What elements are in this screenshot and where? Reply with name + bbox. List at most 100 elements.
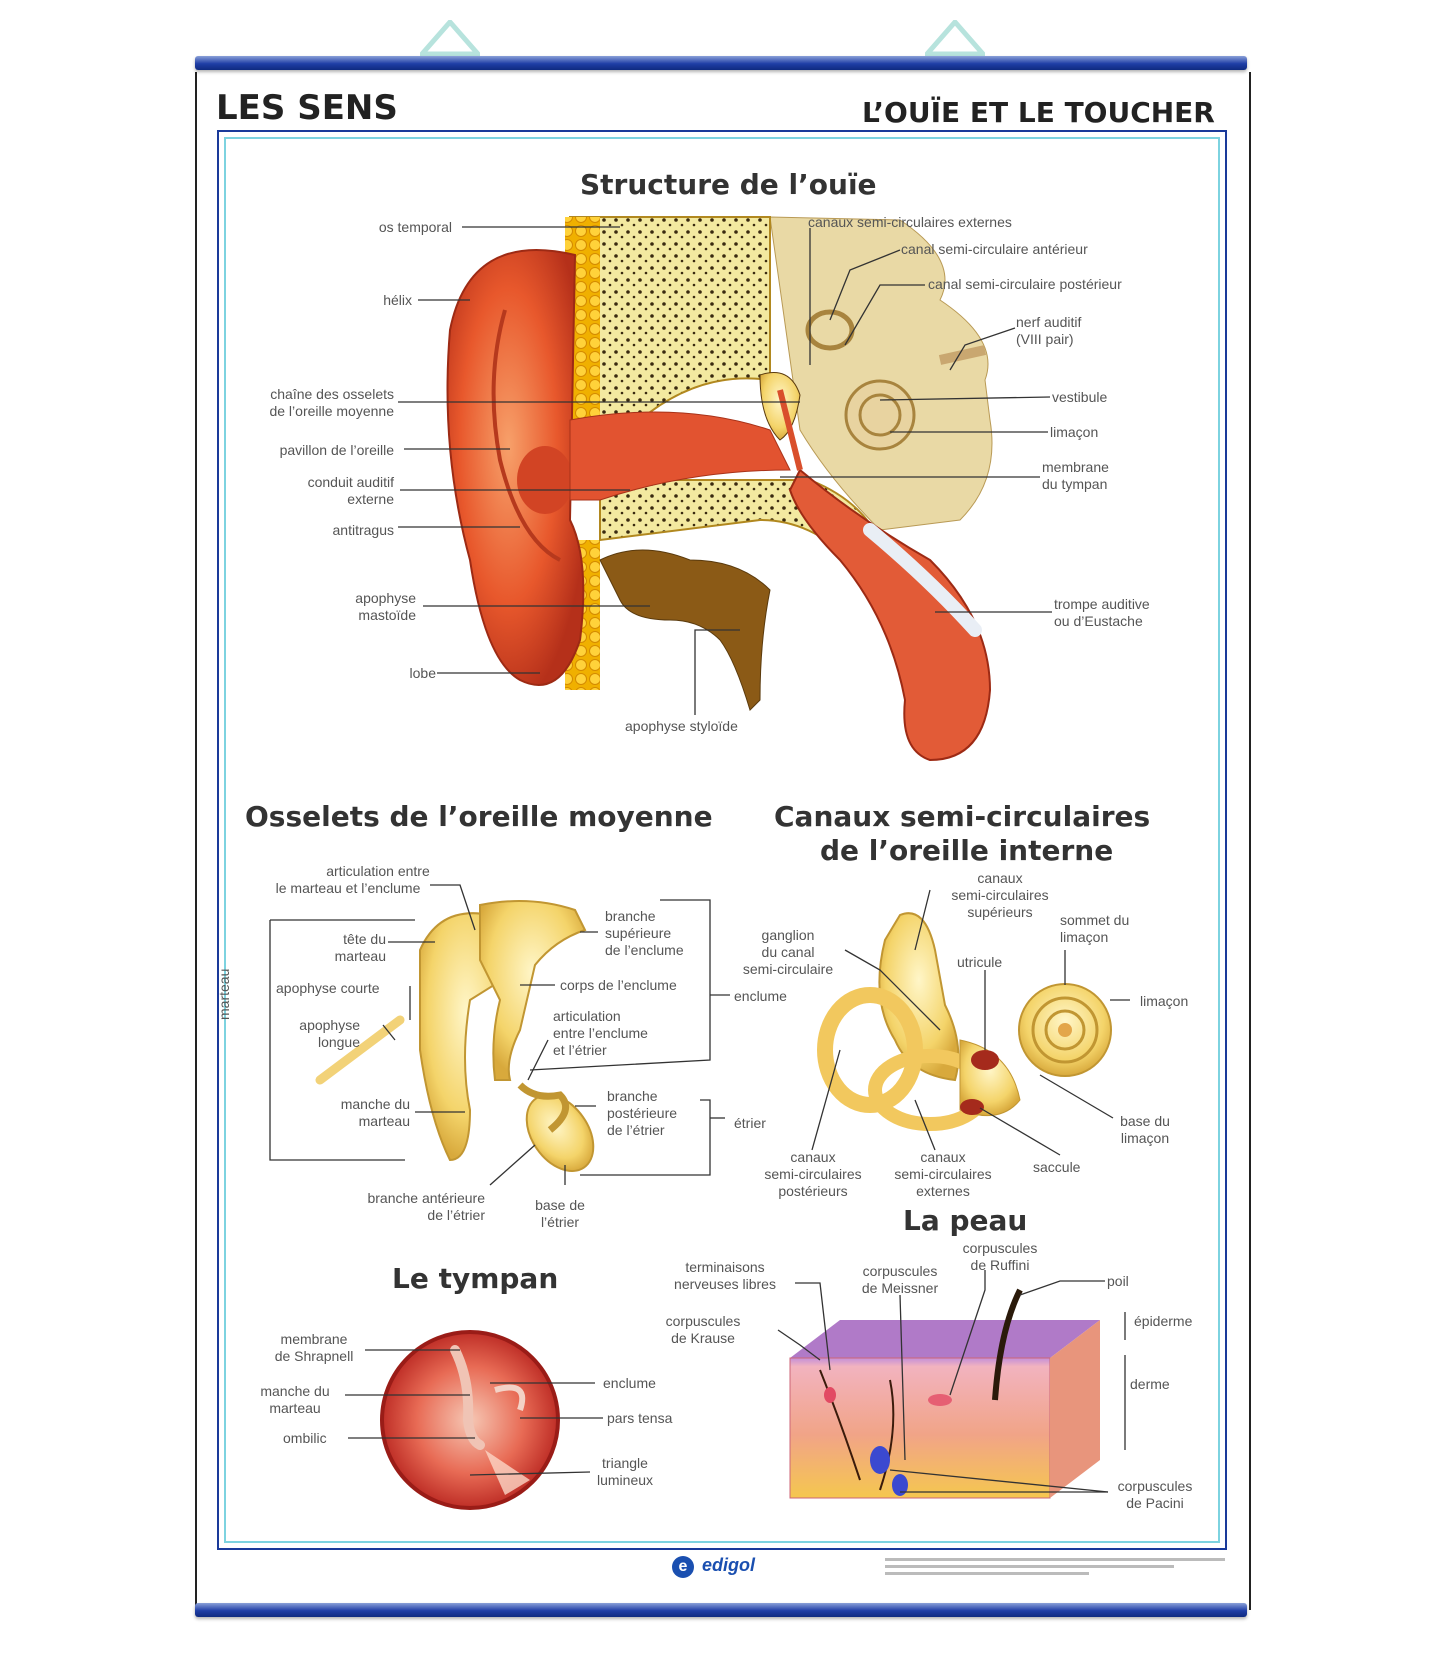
label-enclume: enclume — [734, 988, 787, 1004]
label-canaux-post-2: semi-circulaires — [764, 1166, 862, 1182]
label-pavillon: pavillon de l’oreille — [279, 442, 394, 458]
label-sommet-1: sommet du — [1060, 912, 1130, 928]
label-canaux-sup-1: canaux — [977, 870, 1023, 886]
label-lobe: lobe — [409, 665, 436, 681]
label-manche-marteau-1: manche du — [340, 1096, 410, 1112]
label-apophyse-courte: apophyse courte — [276, 980, 380, 996]
label-base-etrier-2: l’étrier — [540, 1214, 580, 1230]
title-osselets: Osselets de l’oreille moyenne — [245, 800, 713, 833]
label-mastoide-1: apophyse — [355, 590, 416, 606]
label-canaux-ext-3: externes — [916, 1183, 970, 1199]
label-ruffini-1: corpuscules — [962, 1240, 1038, 1256]
label-krause-1: corpuscules — [665, 1313, 741, 1329]
label-corps-enclume: corps de l’enclume — [560, 977, 677, 993]
label-branche-anterieure-2: de l’étrier — [427, 1207, 485, 1223]
label-branche-anterieure-1: branche antérieure — [367, 1190, 485, 1206]
label-canaux-sup-3: supérieurs — [967, 904, 1033, 920]
label-shrapnell-2: de Shrapnell — [274, 1348, 354, 1364]
label-canaux-post-3: postérieurs — [778, 1183, 848, 1199]
bottom-rod — [195, 1603, 1247, 1617]
label-derme: derme — [1130, 1376, 1170, 1392]
eardrum-illustration — [380, 1330, 560, 1510]
label-limacon: limaçon — [1050, 424, 1099, 440]
label-terminaisons-2: nerveuses libres — [674, 1276, 776, 1292]
label-epiderme: épiderme — [1134, 1313, 1193, 1329]
label-canaux-post-1: canaux — [790, 1149, 836, 1165]
label-pars-tensa: pars tensa — [607, 1410, 673, 1426]
label-terminaisons-1: terminaisons — [685, 1259, 765, 1275]
label-vestibule: vestibule — [1052, 389, 1108, 405]
label-trompe-1: trompe auditive — [1054, 596, 1150, 612]
label-apophyse-longue-1: apophyse — [299, 1017, 360, 1033]
label-ruffini-2: de Ruffini — [970, 1257, 1030, 1273]
title-ouie: Structure de l’ouïe — [580, 168, 877, 201]
label-chaine-2: de l’oreille moyenne — [269, 403, 394, 419]
label-os-temporal: os temporal — [378, 219, 452, 235]
header-left: LES SENS — [216, 88, 398, 128]
label-artic-enclume-etrier-1: articulation — [553, 1008, 621, 1024]
ear-illustration — [446, 216, 993, 762]
poster-frame-inner — [224, 137, 1220, 1543]
label-base-etrier-1: base de — [535, 1197, 585, 1213]
label-canaux-ext-2: semi-circulaires — [894, 1166, 992, 1182]
label-krause-2: de Krause — [671, 1330, 735, 1346]
header-right: L’OUÏE ET LE TOUCHER — [862, 96, 1215, 129]
label-branche-post-2: postérieure — [607, 1105, 678, 1121]
hanger-left-icon — [420, 20, 480, 56]
label-antitragus: antitragus — [332, 522, 394, 538]
label-utricule: utricule — [957, 954, 1003, 970]
label-branche-sup-2: supérieure — [605, 925, 672, 941]
label-branche-post-3: de l’étrier — [607, 1122, 665, 1138]
label-manche-tympan-2: marteau — [269, 1400, 321, 1416]
label-tete-marteau-2: marteau — [334, 948, 386, 964]
title-canaux-1: Canaux semi-circulaires — [774, 800, 1151, 833]
label-canal-anterieur: canal semi-circulaire antérieur — [901, 241, 1088, 257]
label-branche-post-1: branche — [607, 1088, 658, 1104]
label-conduit-1: conduit auditif — [307, 474, 394, 490]
poster-frame — [217, 130, 1227, 1550]
label-conduit-2: externe — [347, 491, 394, 507]
label-membrane-1: membrane — [1042, 459, 1109, 475]
label-canal-posterieur: canal semi-circulaire postérieur — [928, 276, 1122, 292]
label-triangle-2: lumineux — [596, 1472, 654, 1488]
label-triangle-1: triangle — [602, 1455, 648, 1471]
label-mastoide-2: mastoïde — [358, 607, 416, 623]
label-branche-sup-3: de l’enclume — [605, 942, 684, 958]
label-membrane-2: du tympan — [1042, 476, 1108, 492]
copyright-fineprint — [885, 1558, 1225, 1582]
top-rod — [195, 56, 1247, 70]
title-tympan: Le tympan — [392, 1262, 559, 1295]
ossicles-illustration — [315, 900, 595, 1172]
label-tete-marteau-1: tête du — [343, 931, 386, 947]
label-artic-enclume-etrier-3: et l’étrier — [553, 1042, 607, 1058]
label-poil: poil — [1107, 1273, 1129, 1289]
label-helix: hélix — [383, 292, 412, 308]
hanger-right-icon — [925, 20, 985, 56]
label-apophyse-longue-2: longue — [317, 1034, 360, 1050]
label-ombilic: ombilic — [283, 1430, 327, 1446]
label-meissner-1: corpuscules — [862, 1263, 938, 1279]
brand-name: edigol — [702, 1555, 755, 1575]
label-ganglion-2: du canal — [761, 944, 815, 960]
label-meissner-2: de Meissner — [861, 1280, 939, 1296]
label-canaux-sup-2: semi-circulaires — [951, 887, 1049, 903]
skin-illustration — [789, 1288, 1100, 1499]
label-saccule: saccule — [1033, 1159, 1081, 1175]
label-limacon-canaux: limaçon — [1140, 993, 1189, 1009]
leader-lines — [269, 226, 1130, 1493]
label-shrapnell-1: membrane — [280, 1331, 348, 1347]
label-artic-marteau-enclume-2: le marteau et l’enclume — [275, 880, 421, 896]
label-enclume-tympan: enclume — [603, 1375, 656, 1391]
label-sommet-2: limaçon — [1060, 929, 1109, 945]
label-trompe-2: ou d’Eustache — [1054, 613, 1143, 629]
label-canaux-externes: canaux semi-circulaires externes — [808, 214, 1012, 230]
label-branche-sup-1: branche — [605, 908, 656, 924]
label-pacini-1: corpuscules — [1117, 1478, 1193, 1494]
label-base-limacon-2: limaçon — [1120, 1130, 1170, 1146]
label-etrier: étrier — [734, 1115, 766, 1131]
label-artic-marteau-enclume-1: articulation entre — [326, 863, 430, 879]
label-ganglion-1: ganglion — [761, 927, 815, 943]
logo-e-icon: e — [672, 1556, 694, 1578]
